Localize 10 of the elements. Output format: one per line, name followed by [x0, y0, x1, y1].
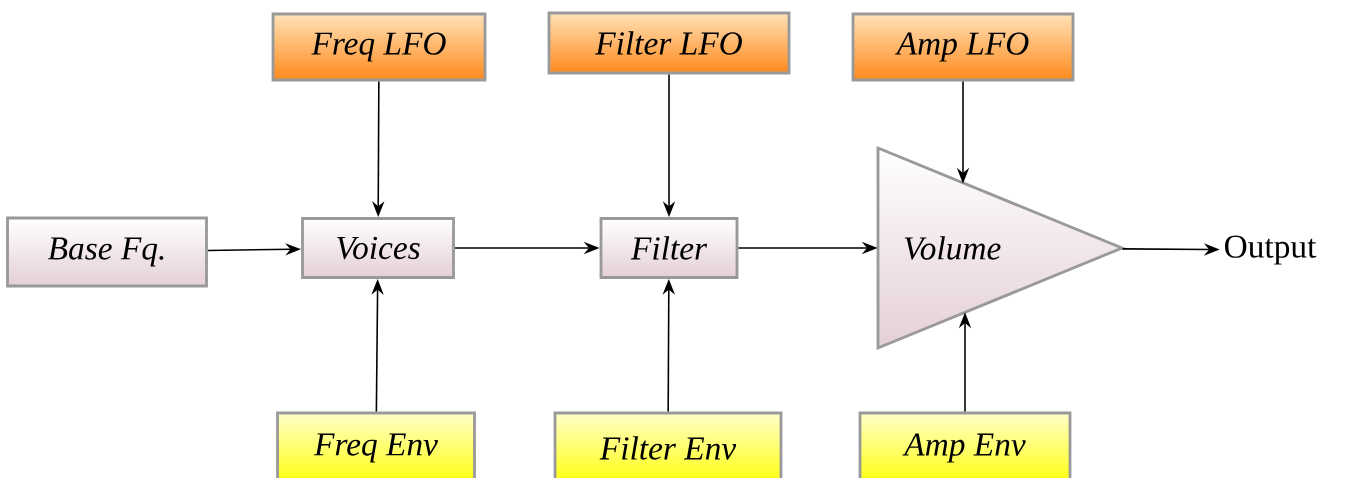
process-box: Voices: [301, 217, 455, 279]
modulator-box: Filter LFO: [547, 11, 791, 75]
modulator-box: Amp LFO: [851, 12, 1075, 82]
process-box: Filter: [599, 217, 739, 279]
input-box: Base Fq.: [6, 216, 208, 288]
envelope-box: Amp Env: [858, 411, 1072, 478]
modulator-box: Freq LFO: [271, 12, 487, 82]
envelope-box: Filter Env: [553, 411, 783, 478]
output-label: Output: [1225, 235, 1317, 265]
envelope-box: Freq Env: [276, 411, 476, 478]
